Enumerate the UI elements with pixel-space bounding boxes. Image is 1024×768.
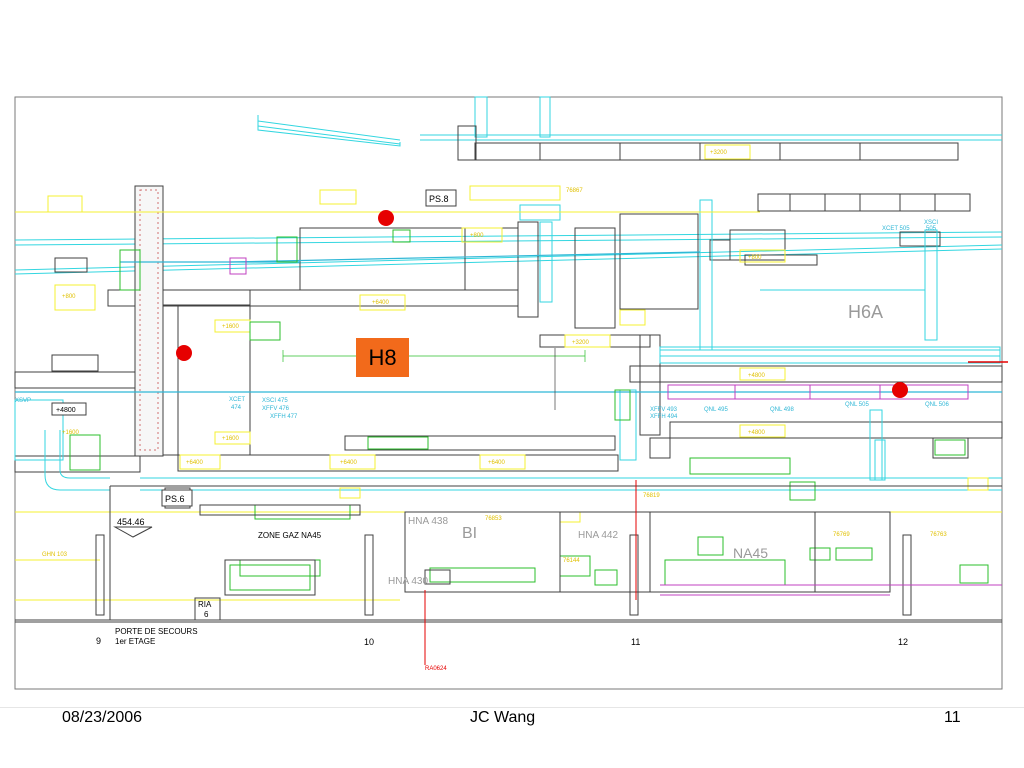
svg-text:76769: 76769 — [833, 532, 850, 538]
svg-text:76819: 76819 — [643, 493, 660, 499]
svg-text:+4800: +4800 — [748, 373, 766, 379]
column-10: 10 — [364, 637, 374, 647]
svg-text:+1600: +1600 — [222, 324, 240, 330]
elevation-box-label: +4800 — [56, 407, 76, 414]
h6a-label: H6A — [848, 302, 883, 322]
svg-text:+6400: +6400 — [488, 460, 506, 466]
svg-text:+800: +800 — [470, 233, 484, 239]
hna430-label: HNA 430 — [388, 576, 428, 587]
h8-beamline-label: H8 — [356, 338, 409, 377]
magenta-lines — [229, 257, 1002, 596]
svg-text:XFFV 493: XFFV 493 — [650, 407, 678, 413]
svg-text:QNL 506: QNL 506 — [925, 402, 949, 408]
svg-text:GHN 103: GHN 103 — [42, 552, 68, 558]
ria-num-label: 6 — [204, 610, 209, 619]
svg-text:XCET: XCET — [229, 397, 245, 403]
svg-text:XFFH 477: XFFH 477 — [270, 414, 298, 420]
lower-building — [15, 485, 1002, 623]
svg-text:+4800: +4800 — [748, 430, 766, 436]
svg-text:76867: 76867 — [566, 188, 583, 194]
svg-text:XCET 505: XCET 505 — [882, 226, 910, 232]
ps6-box — [161, 489, 193, 507]
svg-text:474: 474 — [231, 405, 242, 411]
column-12: 12 — [898, 637, 908, 647]
svg-text:QNL 495: QNL 495 — [704, 407, 728, 413]
column-9: 9 — [96, 636, 101, 646]
hna438-label: HNA 438 — [408, 516, 448, 527]
slide-date: 08/23/2006 — [62, 709, 143, 726]
elevation-label: 454.46 — [117, 517, 145, 527]
bi-label: BI — [462, 525, 477, 542]
main-beam-lines — [15, 251, 1002, 393]
marker-left — [176, 345, 192, 361]
green-elements — [69, 229, 989, 591]
ps8-box — [425, 189, 457, 207]
footer-divider — [0, 707, 1024, 708]
device-labels: XCET 474 XSCI 475 XFFV 476 XFFH 477 XFFV… — [15, 220, 949, 420]
svg-text:+1600: +1600 — [222, 436, 240, 442]
svg-text:505: 505 — [926, 226, 937, 232]
hatched-wall — [134, 185, 179, 457]
svg-text:XSVP: XSVP — [15, 398, 31, 404]
elevation-box — [51, 402, 87, 416]
red-markers — [176, 210, 1008, 665]
svg-text:+6400: +6400 — [186, 460, 204, 466]
svg-text:XFFV 476: XFFV 476 — [262, 406, 290, 412]
svg-text:QNL 505: QNL 505 — [845, 402, 869, 408]
marker-right — [892, 382, 908, 398]
svg-text:76763: 76763 — [930, 532, 947, 538]
svg-text:+800: +800 — [748, 255, 762, 261]
ria-label: RIA — [198, 600, 212, 609]
slide-page-number: 11 — [944, 709, 961, 726]
column-11: 11 — [631, 637, 640, 647]
svg-text:XSCI: XSCI — [924, 220, 938, 226]
ps8-label: PS.8 — [429, 194, 449, 204]
upper-beamlines — [14, 96, 1003, 275]
zone-gaz-label: ZONE GAZ NA45 — [258, 531, 322, 540]
svg-text:RA0624: RA0624 — [425, 666, 447, 672]
drawing-frame — [14, 96, 1003, 690]
svg-text:+1600: +1600 — [62, 430, 80, 436]
elevation-labels: +6400 +1600 +1600 +6400 +6400 +6400 +800… — [42, 150, 947, 672]
svg-text:QNL 498: QNL 498 — [770, 407, 794, 413]
hna442-label: HNA 442 — [578, 530, 618, 541]
svg-text:XSCI 475: XSCI 475 — [262, 398, 288, 404]
svg-text:76144: 76144 — [563, 558, 580, 564]
svg-text:+3200: +3200 — [572, 340, 590, 346]
exit-note-2: 1er ETAGE — [115, 637, 155, 646]
svg-text:XFFH 494: XFFH 494 — [650, 414, 678, 420]
marker-upper — [378, 210, 394, 226]
exit-note-1: PORTE DE SECOURS — [115, 627, 198, 636]
svg-text:+6400: +6400 — [340, 460, 358, 466]
slide-author: JC Wang — [470, 709, 536, 726]
cyan-shielding — [14, 199, 1002, 491]
dimension-lines — [282, 348, 586, 410]
ps6-label: PS.6 — [165, 494, 185, 504]
svg-text:+6400: +6400 — [372, 300, 390, 306]
svg-text:+800: +800 — [62, 294, 76, 300]
svg-text:76853: 76853 — [485, 516, 502, 522]
na45-label: NA45 — [733, 545, 768, 561]
svg-text:+3200: +3200 — [710, 150, 728, 156]
upper-shielding-blocks — [14, 125, 1003, 473]
